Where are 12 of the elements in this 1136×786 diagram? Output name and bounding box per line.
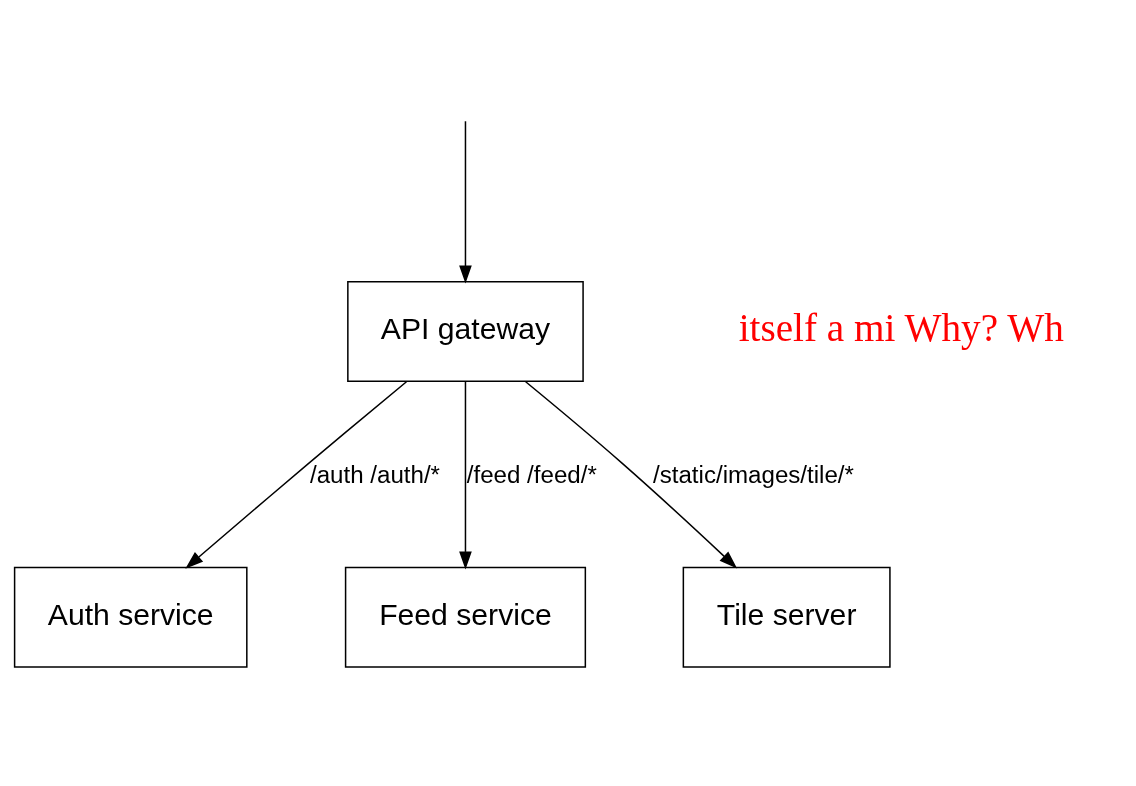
label: itself a mi Why? Wh [738, 305, 1064, 349]
node-box: Auth service [13, 566, 248, 668]
arrow [459, 380, 472, 570]
node-box: Tile server [682, 566, 891, 668]
arrow [524, 380, 738, 569]
edge-label: /feed /feed/* [466, 460, 597, 488]
edge-label: /static/images/tile/* [652, 460, 854, 488]
edge-label: /auth /auth/* [309, 460, 441, 488]
arrow [459, 120, 472, 284]
node-box: API gateway [347, 280, 584, 382]
arrow [185, 380, 408, 569]
node-box: Feed service [344, 566, 587, 668]
